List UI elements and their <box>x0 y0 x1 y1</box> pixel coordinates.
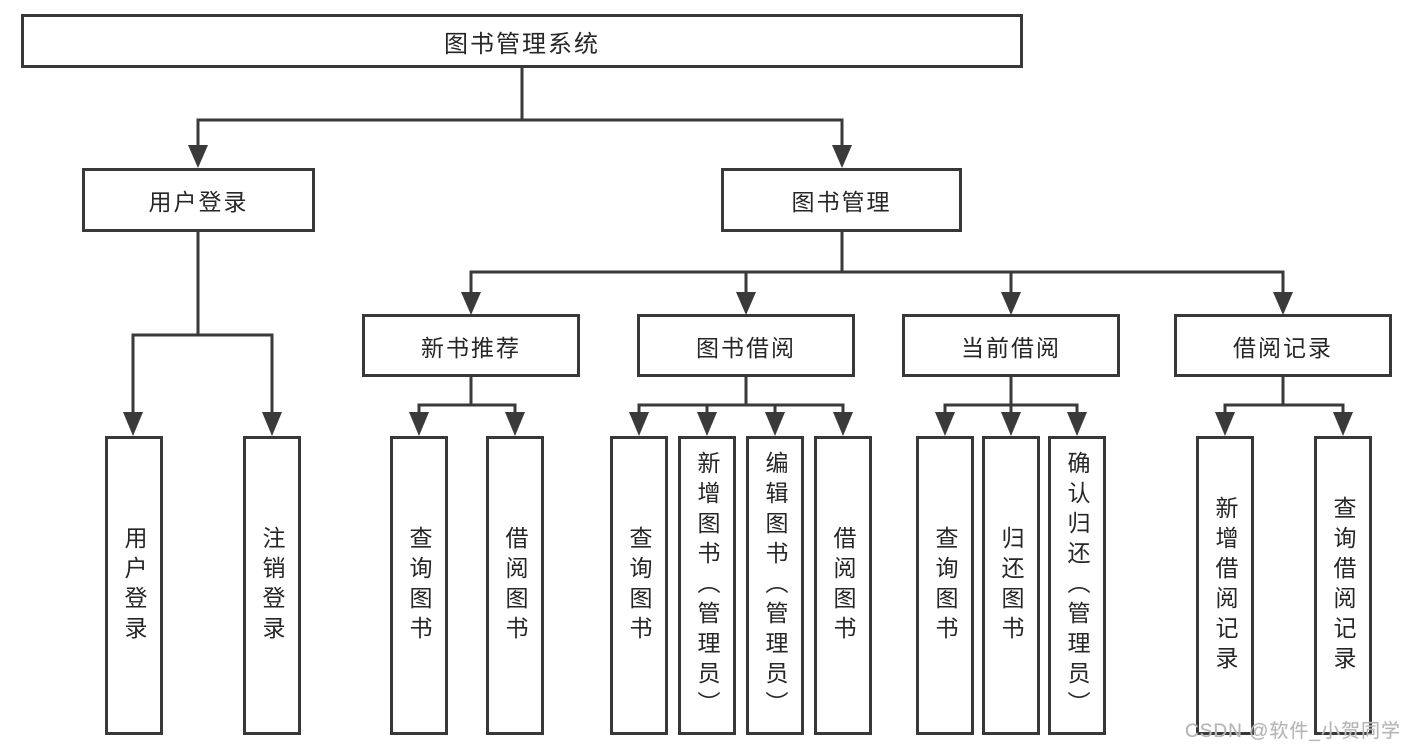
connector-current-to-leaves <box>943 375 1079 416</box>
node-new-book-recommend-label: 新书推荐 <box>421 334 521 361</box>
node-book-borrowing-label: 图书借阅 <box>696 334 796 361</box>
leaf-query-books-3: 查询图书 <box>916 436 974 735</box>
leaf-user-login: 用户登录 <box>105 436 163 735</box>
leaf-query-borrow-record-label: 查询借阅记录 <box>1330 495 1356 676</box>
node-book-management-label: 图书管理 <box>791 189 892 215</box>
node-new-book-recommend: 新书推荐 <box>362 314 580 377</box>
leaf-confirm-return-admin: 确认归还（管理员） <box>1048 436 1106 735</box>
csdn-watermark: CSDN @软件_小贺同学 <box>1185 721 1401 742</box>
connector-records-to-leaves <box>1223 375 1345 416</box>
connector-bookmgmt-to-level3 <box>469 230 1285 296</box>
leaf-add-books-admin: 新增图书（管理员） <box>678 436 736 735</box>
node-book-borrowing: 图书借阅 <box>637 314 855 377</box>
connector-newbook-to-leaves <box>417 375 517 416</box>
node-current-borrowing-label: 当前借阅 <box>961 334 1061 361</box>
leaf-add-borrow-record: 新增借阅记录 <box>1196 436 1254 735</box>
node-borrowing-records: 借阅记录 <box>1174 314 1392 377</box>
leaf-borrow-books-2-label: 借阅图书 <box>830 525 856 646</box>
node-user-login: 用户登录 <box>82 168 315 232</box>
node-book-management: 图书管理 <box>721 168 962 232</box>
leaf-edit-books-admin-label: 编辑图书（管理员） <box>762 450 788 721</box>
leaf-logout: 注销登录 <box>243 436 301 735</box>
node-root-label: 图书管理系统 <box>444 30 600 58</box>
leaf-add-borrow-record-label: 新增借阅记录 <box>1212 495 1238 676</box>
leaf-return-books: 归还图书 <box>982 436 1040 735</box>
node-current-borrowing: 当前借阅 <box>902 314 1120 377</box>
leaf-query-books-1: 查询图书 <box>390 436 448 735</box>
leaf-borrow-books-1: 借阅图书 <box>486 436 544 735</box>
leaf-borrow-books-1-label: 借阅图书 <box>502 525 528 646</box>
connector-borrowing-to-leaves <box>637 375 845 416</box>
leaf-query-borrow-record: 查询借阅记录 <box>1314 436 1372 735</box>
leaf-logout-label: 注销登录 <box>259 525 285 646</box>
leaf-user-login-label: 用户登录 <box>121 525 147 646</box>
leaf-return-books-label: 归还图书 <box>998 525 1024 646</box>
arrowheads <box>123 145 1353 436</box>
connector-userlogin-to-leaves <box>131 230 274 416</box>
leaf-query-books-2: 查询图书 <box>610 436 668 735</box>
connector-root-to-level2 <box>196 66 844 148</box>
leaf-add-books-admin-label: 新增图书（管理员） <box>694 450 720 721</box>
leaf-query-books-2-label: 查询图书 <box>626 525 652 646</box>
leaf-query-books-1-label: 查询图书 <box>406 525 432 646</box>
node-user-login-label: 用户登录 <box>148 189 249 215</box>
leaf-confirm-return-admin-label: 确认归还（管理员） <box>1064 450 1090 721</box>
node-root-system: 图书管理系统 <box>21 14 1023 68</box>
node-borrowing-records-label: 借阅记录 <box>1233 334 1333 361</box>
leaf-edit-books-admin: 编辑图书（管理员） <box>746 436 804 735</box>
leaf-query-books-3-label: 查询图书 <box>932 525 958 646</box>
leaf-borrow-books-2: 借阅图书 <box>814 436 872 735</box>
